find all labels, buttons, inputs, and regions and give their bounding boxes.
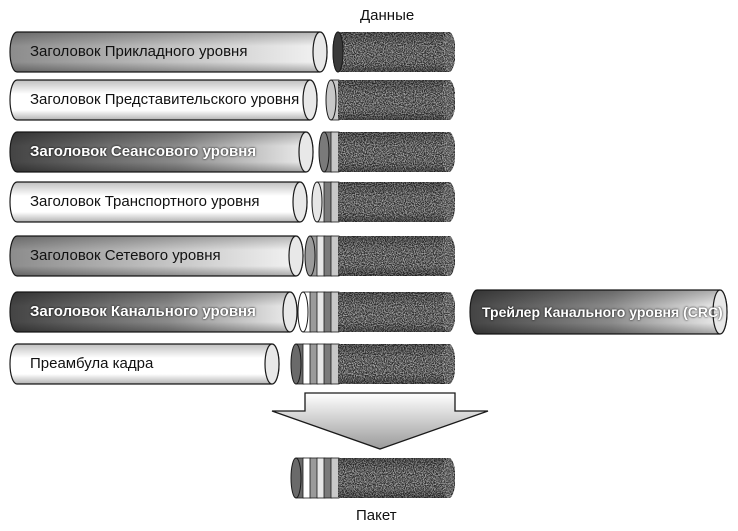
header-label-datalink: Заголовок Канального уровня <box>30 303 256 320</box>
header-label-presentation: Заголовок Представительского уровня <box>30 91 300 108</box>
data-stack-5-data-cap <box>440 291 456 333</box>
header-cylinder-5-shade <box>10 292 297 332</box>
header-label-application: Заголовок Прикладного уровня <box>30 43 248 60</box>
data-stack-1-left-end <box>325 79 337 121</box>
trailer-label: Трейлер Канального уровня (CRC) <box>482 304 723 320</box>
data-stack-4-left-end <box>304 235 316 277</box>
data-stack-2-data-shade <box>338 132 448 172</box>
header-label-preamble: Преамбула кадра <box>30 355 154 372</box>
data-stack-4-data-cap <box>440 235 456 277</box>
header-cylinder-6-cap <box>264 343 280 385</box>
packet-stack-left-end <box>290 457 302 499</box>
header-cylinder-2-shade <box>10 132 313 172</box>
header-cylinder-4-shade <box>10 236 303 276</box>
data-stack-0-data-shade <box>338 32 448 72</box>
data-stack-1-data-shade <box>338 80 448 120</box>
trailer-cylinder-shade <box>470 290 727 334</box>
header-label-transport: Заголовок Транспортного уровня <box>30 193 260 210</box>
header-cylinder-0-cap <box>312 31 328 73</box>
header-cylinder-1-shade <box>10 80 317 120</box>
packet-label: Пакет <box>356 507 397 524</box>
data-stack-5-data-shade <box>338 292 448 332</box>
packet-stack-data-shade <box>338 458 448 498</box>
data-stack-3-left-end <box>311 181 323 223</box>
header-cylinder-0-shade <box>10 32 327 72</box>
data-stack-1-data-cap <box>440 79 456 121</box>
header-label-network: Заголовок Сетевого уровня <box>30 247 221 264</box>
data-stack-6-data-cap <box>440 343 456 385</box>
header-cylinder-6-shade <box>10 344 279 384</box>
packet-stack-data-cap <box>440 457 456 499</box>
data-stack-2-data-cap <box>440 131 456 173</box>
header-label-session: Заголовок Сеансового уровня <box>30 143 257 160</box>
header-cylinder-3-shade <box>10 182 307 222</box>
data-stack-5-left-end <box>297 291 309 333</box>
header-cylinder-4-cap <box>288 235 304 277</box>
data-stack-3-data-cap <box>440 181 456 223</box>
data-stack-2-left-end <box>318 131 330 173</box>
trailer-cylinder-cap <box>712 289 728 335</box>
header-cylinder-3-cap <box>292 181 308 223</box>
data-stack-6-left-end <box>290 343 302 385</box>
header-cylinder-1-cap <box>302 79 318 121</box>
data-stack-6-data-shade <box>338 344 448 384</box>
data-label: Данные <box>360 7 415 24</box>
down-arrow-icon <box>271 392 489 450</box>
header-cylinder-5-cap <box>282 291 298 333</box>
header-cylinder-2-cap <box>298 131 314 173</box>
data-stack-0-data-left <box>332 31 344 73</box>
data-stack-0-data-cap <box>440 31 456 73</box>
data-stack-4-data-shade <box>338 236 448 276</box>
data-stack-3-data-shade <box>338 182 448 222</box>
